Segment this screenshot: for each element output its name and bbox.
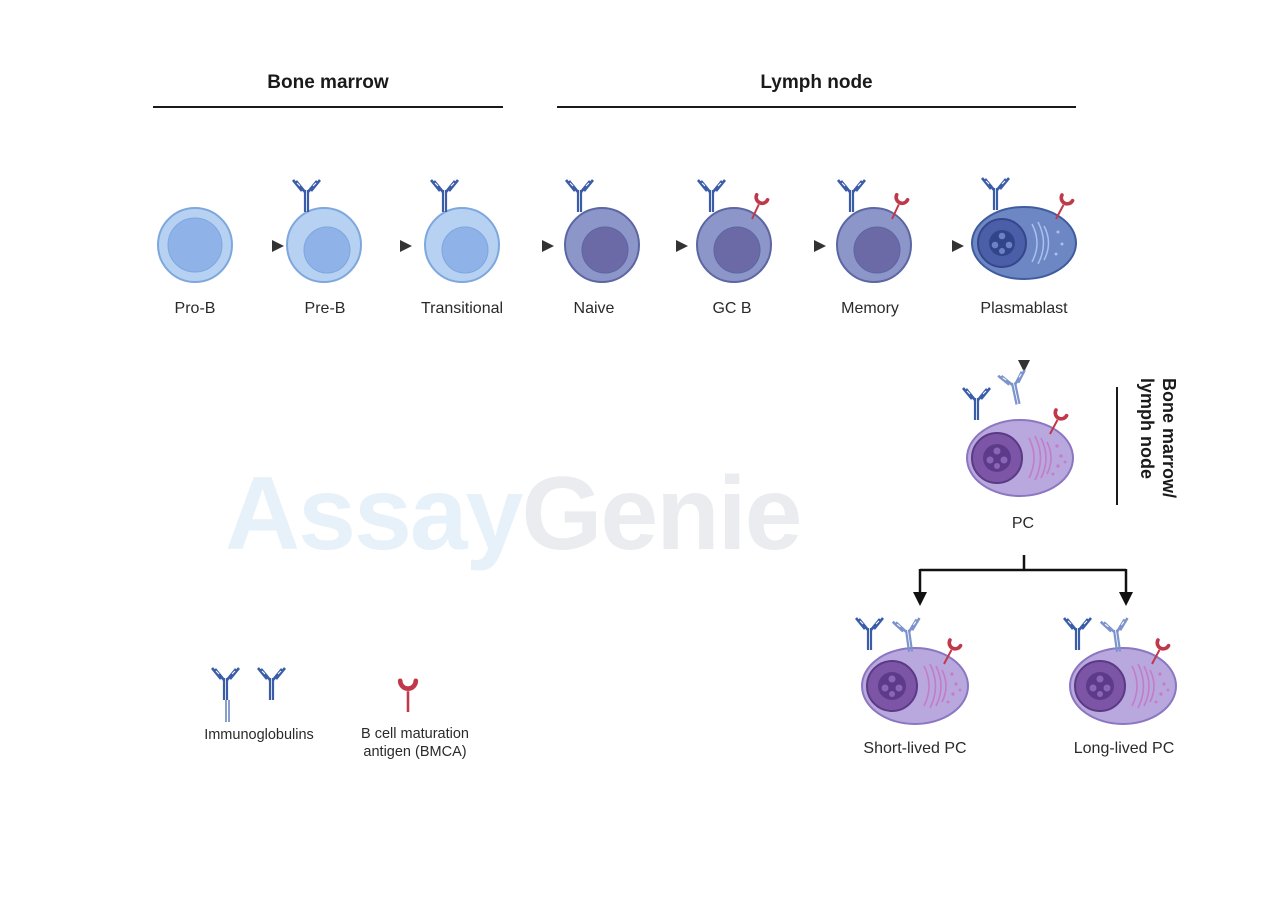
antibody-icon: [836, 178, 867, 214]
antibody-icon: [696, 178, 727, 214]
lymph-node-rule: [557, 106, 1076, 108]
label-gc-b: GC B: [712, 300, 752, 317]
antibody-icon: [961, 386, 992, 422]
lymph-node-title: Lymph node: [760, 72, 873, 93]
cell-pre-b: [286, 178, 362, 283]
arrow-pro-b-to-pre-b: [240, 240, 284, 252]
label-long-lived-pc: Long-lived PC: [1073, 740, 1175, 757]
antibody-icon: [564, 178, 595, 214]
arrow-transitional-to-naive: [510, 240, 554, 252]
legend-immunoglobulins-icon: [210, 666, 287, 722]
bone-marrow-rule: [153, 106, 503, 108]
label-short-lived-pc: Short-lived PC: [863, 740, 967, 757]
legend-immunoglobulins-label: Immunoglobulins: [204, 727, 314, 743]
antibody-icon: [996, 368, 1033, 409]
arrow-plasmablast-to-pc: [1018, 332, 1030, 372]
label-transitional: Transitional: [420, 300, 504, 317]
antibody-icon: [291, 178, 322, 214]
legend-bcma-label: B cell maturation antigen (BMCA): [340, 725, 490, 761]
arrow-pre-b-to-transitional: [370, 240, 412, 252]
label-pc: PC: [1011, 515, 1035, 532]
label-pro-b: Pro-B: [174, 300, 216, 317]
label-pre-b: Pre-B: [304, 300, 346, 317]
cell-long-lived-pc: [1062, 616, 1177, 725]
cell-plasmablast: [971, 176, 1077, 280]
antibody-icon: [854, 616, 885, 652]
watermark-genie: Genie: [521, 456, 802, 572]
cell-naive: [564, 178, 640, 283]
legend-bcma-line2: antigen (BMCA): [363, 744, 467, 760]
watermark: AssayGenie: [225, 455, 802, 574]
antibody-icon: [429, 178, 460, 214]
cell-memory: [836, 178, 912, 283]
label-plasmablast: Plasmablast: [980, 300, 1068, 317]
arrow-gc-b-to-memory: [782, 240, 826, 252]
arrow-memory-to-plasmablast: [920, 240, 964, 252]
bone-marrow-lymph-node-rule: [1116, 387, 1118, 505]
antibody-icon: [980, 176, 1011, 212]
cell-gc-b: [696, 178, 772, 283]
legend-bcma-line1: B cell maturation: [361, 726, 469, 742]
cell-short-lived-pc: [854, 616, 969, 725]
label-naive: Naive: [573, 300, 615, 317]
legend-bcma-icon: [400, 681, 416, 712]
arrow-naive-to-gc-b: [646, 240, 688, 252]
cell-pc: [961, 368, 1074, 497]
bone-marrow-title: Bone marrow: [267, 72, 389, 93]
cell-transitional: [424, 178, 500, 283]
antibody-icon: [1062, 616, 1093, 652]
arrow-pc-branch: [913, 555, 1133, 606]
label-memory: Memory: [841, 300, 899, 317]
watermark-assay: Assay: [225, 456, 523, 572]
cell-pro-b: [157, 207, 233, 283]
